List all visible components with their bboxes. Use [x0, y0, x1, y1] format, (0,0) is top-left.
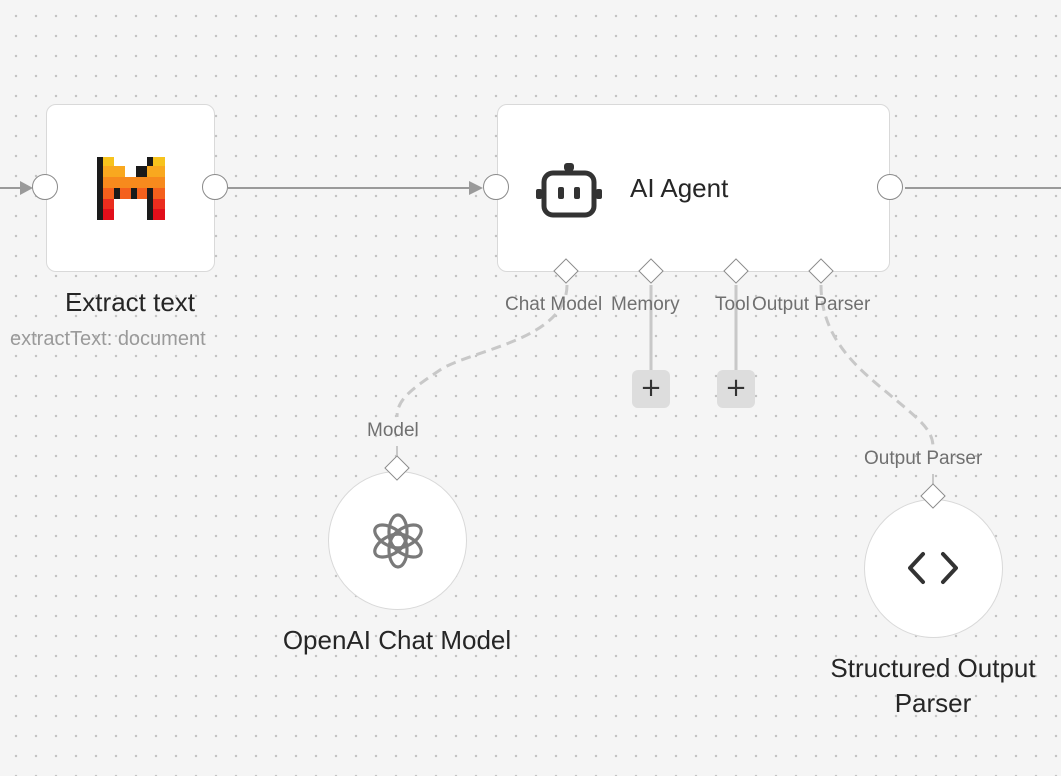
- connection-arrow-icon: [469, 181, 483, 195]
- openai-icon: [373, 513, 423, 569]
- openai-model-port-label: Model: [367, 420, 419, 441]
- robot-icon: [536, 163, 602, 218]
- structured-output-port-label: Output Parser: [864, 448, 983, 469]
- openai-chat-model-node[interactable]: [328, 471, 467, 610]
- incoming-arrow-icon: [20, 181, 33, 195]
- structured-output-parser-title-line2: Parser: [894, 688, 972, 718]
- mistral-logo-icon: [97, 157, 165, 220]
- add-tool-button[interactable]: +: [717, 370, 755, 408]
- memory-port-label: Memory: [611, 294, 680, 315]
- extract-text-input-port[interactable]: [32, 174, 58, 200]
- tool-port-label: Tool: [715, 294, 750, 315]
- openai-chat-model-title: OpenAI Chat Model: [282, 625, 512, 655]
- structured-output-parser-node[interactable]: [864, 499, 1003, 638]
- extract-text-node[interactable]: [46, 104, 215, 272]
- code-brackets-icon: [908, 552, 958, 584]
- extract-text-title: Extract text: [64, 287, 196, 317]
- output-parser-port-label: Output Parser: [752, 294, 871, 315]
- extract-text-output-port[interactable]: [202, 174, 228, 200]
- chat-model-port-label: Chat Model: [505, 294, 603, 315]
- ai-agent-input-port[interactable]: [483, 174, 509, 200]
- structured-output-parser-title-line1: Structured Output: [830, 653, 1036, 683]
- connection-chat-model[interactable]: [395, 284, 569, 418]
- extract-text-subtitle: extractText: document: [10, 328, 206, 350]
- ai-agent-output-port[interactable]: [877, 174, 903, 200]
- connection-output-parser[interactable]: [819, 284, 935, 448]
- ai-agent-node[interactable]: AI Agent: [497, 104, 890, 272]
- add-memory-button[interactable]: +: [632, 370, 670, 408]
- ai-agent-title: AI Agent: [630, 173, 729, 203]
